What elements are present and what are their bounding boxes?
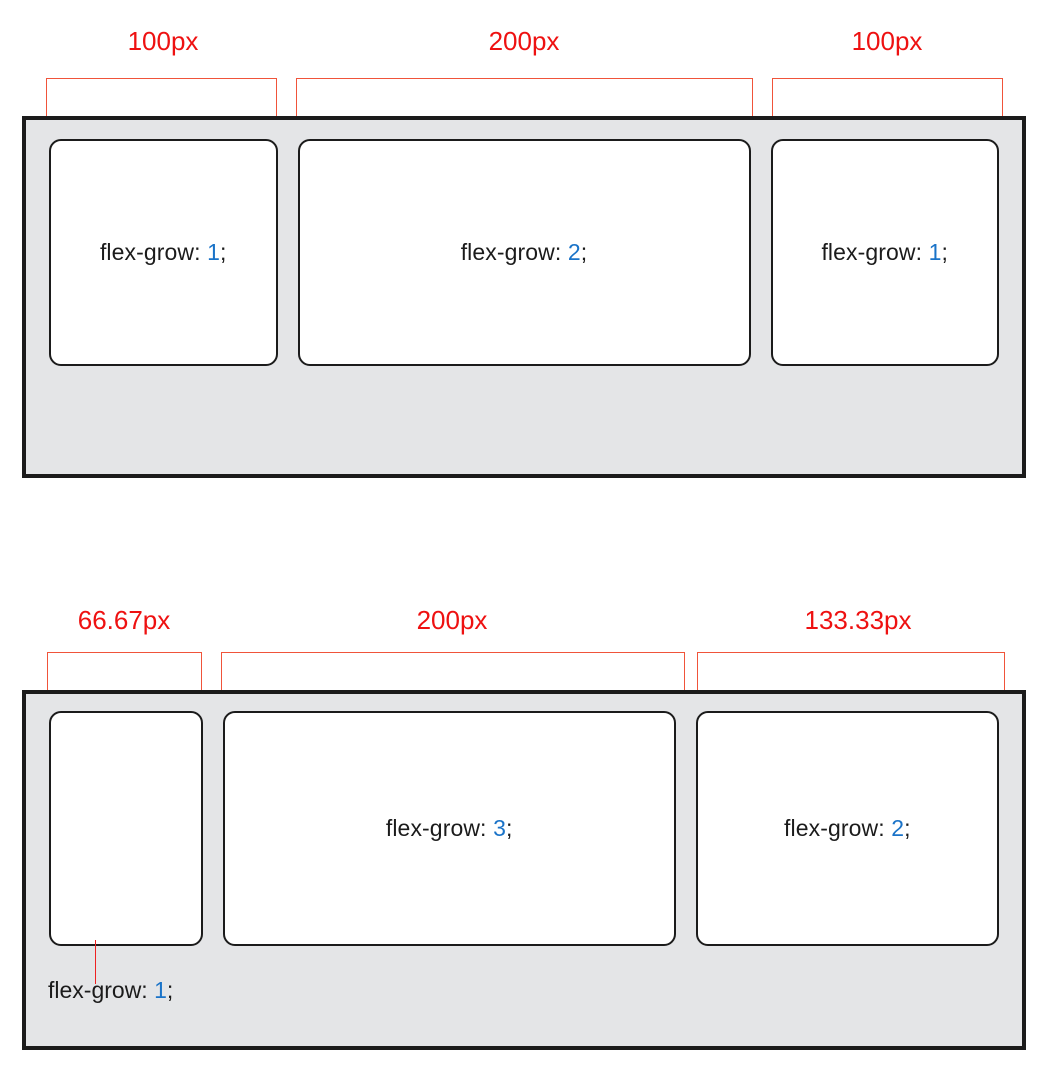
flex-item-p2-2-value: 3	[493, 815, 506, 841]
callout-leader-line-p2-1	[95, 940, 97, 984]
flex-item-p1-1-property: flex-grow:	[99, 239, 201, 265]
flex-row-1: flex-grow: 1; flex-grow: 2; flex-grow: 1…	[26, 139, 1022, 366]
flex-item-p1-1-value: 1	[207, 239, 221, 265]
flex-row-2: flex-grow: 3; flex-grow: 2;	[26, 711, 1022, 946]
flex-item-p2-3-semicolon: ;	[904, 815, 911, 841]
dimension-bracket-p1-2	[296, 78, 753, 136]
flex-container-2: flex-grow: 3; flex-grow: 2;	[22, 690, 1026, 1050]
flex-item-p1-2-semicolon: ;	[580, 239, 588, 265]
flex-item-p1-1-semicolon: ;	[220, 239, 227, 265]
flex-item-p1-2-value: 2	[567, 239, 581, 265]
callout-label-p2-1-property: flex-grow:	[48, 977, 148, 1003]
flex-item-p1-2-property: flex-grow:	[460, 239, 562, 265]
callout-label-p2-1-semicolon: ;	[166, 977, 174, 1003]
dimension-label-p1-3: 100px	[851, 26, 923, 56]
dimension-bracket-p1-1	[46, 78, 277, 136]
callout-label-p2-1-value: 1	[154, 977, 167, 1003]
flex-item-p2-2[interactable]: flex-grow: 3;	[222, 711, 676, 946]
dimension-bracket-p2-2	[221, 652, 685, 722]
flex-item-p1-1[interactable]: flex-grow: 1;	[49, 139, 278, 366]
dimension-label-p2-1: 66.67px	[77, 605, 171, 635]
dimension-label-p2-3: 133.33px	[804, 605, 912, 635]
dimension-bracket-p1-3	[772, 78, 1003, 136]
flex-item-p1-3-value: 1	[928, 239, 942, 265]
flex-item-p1-2[interactable]: flex-grow: 2;	[297, 139, 751, 366]
flex-item-p2-3[interactable]: flex-grow: 2;	[695, 711, 999, 946]
flex-item-p1-3[interactable]: flex-grow: 1;	[770, 139, 999, 366]
callout-label-p2-1: flex-grow: 1;	[48, 977, 173, 1004]
flex-item-p1-3-semicolon: ;	[941, 239, 949, 265]
dimension-label-p1-1: 100px	[127, 26, 199, 56]
dimension-bracket-p2-1	[47, 652, 202, 722]
flex-item-p1-3-property: flex-grow:	[821, 239, 923, 265]
flex-item-p2-1[interactable]	[49, 711, 203, 946]
flex-item-p2-2-semicolon: ;	[505, 815, 513, 841]
dimension-label-p2-2: 200px	[416, 605, 488, 635]
flex-item-p2-3-value: 2	[891, 815, 905, 841]
dimension-bracket-p2-3	[697, 652, 1005, 722]
flex-item-p2-2-property: flex-grow:	[385, 815, 487, 841]
flex-item-p2-3-property: flex-grow:	[784, 815, 885, 841]
dimension-label-p1-2: 200px	[488, 26, 560, 56]
flex-container-1: flex-grow: 1; flex-grow: 2; flex-grow: 1…	[22, 116, 1026, 478]
